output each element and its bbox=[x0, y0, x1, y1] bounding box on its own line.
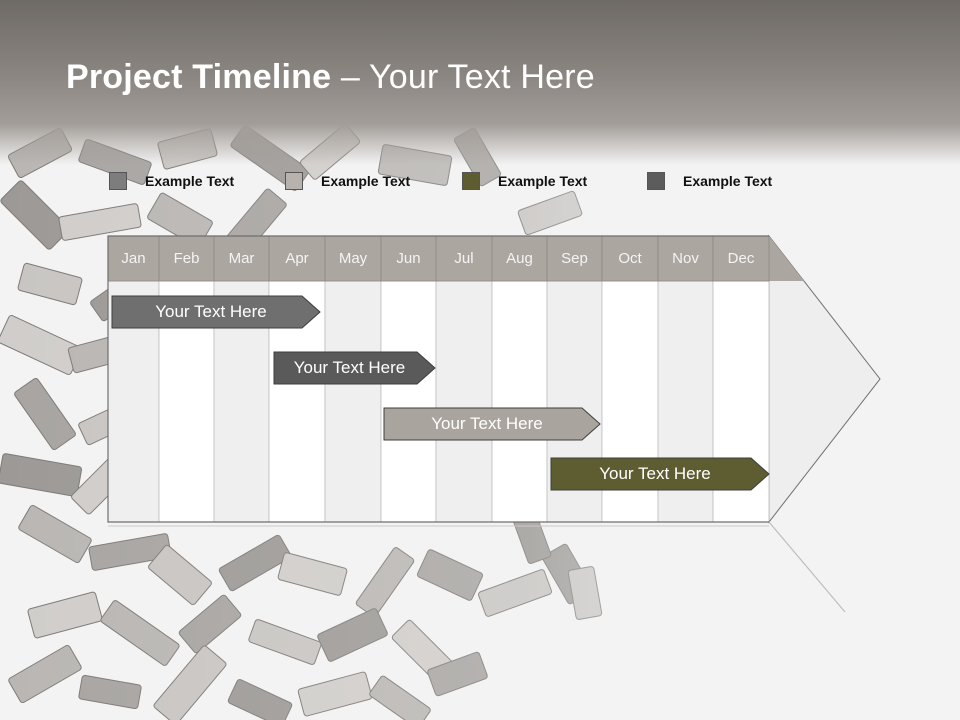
month-label-sep: Sep bbox=[561, 250, 588, 267]
month-label-dec: Dec bbox=[727, 250, 755, 267]
month-label-oct: Oct bbox=[618, 250, 642, 267]
month-label-apr: Apr bbox=[285, 250, 309, 267]
month-label-aug: Aug bbox=[506, 250, 533, 267]
legend-item-1: Example Text bbox=[109, 170, 234, 192]
legend-item-2: Example Text bbox=[285, 170, 410, 192]
month-label-may: May bbox=[338, 250, 368, 267]
month-label-jun: Jun bbox=[396, 250, 421, 267]
task-bar bbox=[550, 457, 770, 491]
legend-label-4: Example Text bbox=[683, 173, 773, 189]
month-header bbox=[213, 235, 270, 282]
task-bar bbox=[111, 295, 321, 329]
timeline-frame bbox=[107, 235, 769, 523]
legend-swatch-2 bbox=[285, 172, 303, 190]
page-title: Project Timeline – Your Text Here bbox=[66, 58, 595, 97]
task-label-4: Your Text Here bbox=[599, 464, 711, 483]
task-label-3: Your Text Here bbox=[431, 414, 543, 433]
legend-swatch-4 bbox=[647, 172, 665, 190]
arrow-head-header bbox=[769, 236, 804, 281]
month-header bbox=[601, 235, 659, 282]
page-title-bold: Project Timeline bbox=[66, 58, 332, 96]
month-column bbox=[435, 280, 493, 523]
month-column bbox=[491, 280, 548, 523]
task-bar bbox=[383, 407, 601, 441]
task-label-2: Your Text Here bbox=[293, 358, 406, 377]
legend-label-1: Example Text bbox=[145, 173, 235, 189]
legend-label-3: Example Text bbox=[498, 173, 588, 189]
month-label-jul: Jul bbox=[454, 250, 474, 267]
legend-swatch-3 bbox=[462, 172, 480, 190]
month-column bbox=[324, 280, 382, 523]
legend-swatch-1 bbox=[109, 172, 127, 190]
arrow-reflection bbox=[768, 521, 846, 613]
title-band bbox=[0, 0, 960, 165]
month-label-mar: Mar bbox=[228, 250, 255, 267]
month-label-feb: Feb bbox=[173, 250, 200, 267]
month-column bbox=[380, 280, 437, 523]
month-header bbox=[268, 235, 326, 282]
month-label-jan: Jan bbox=[121, 250, 146, 267]
task-bar bbox=[273, 351, 436, 385]
legend-label-2: Example Text bbox=[321, 173, 411, 189]
month-label-nov: Nov bbox=[672, 250, 699, 267]
task-label-1: Your Text Here bbox=[155, 302, 267, 321]
page-title-rest: – Your Text Here bbox=[331, 58, 595, 96]
legend-item-3: Example Text bbox=[462, 170, 587, 192]
legend-item-4: Example Text bbox=[647, 170, 772, 192]
